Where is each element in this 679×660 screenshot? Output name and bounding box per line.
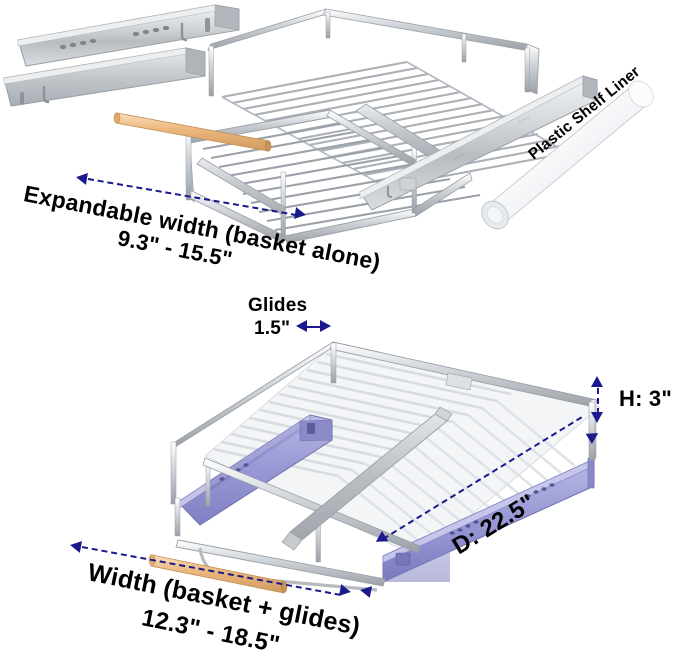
top-panel-illustration: ᶜ ᶜ ᶜ ᶜ ᶜ ᶜ ᶜ ᶜ (3, 4, 654, 244)
glides-arrow-right (320, 320, 331, 332)
basket-frame-front (185, 109, 473, 244)
center-slide-strip (196, 103, 442, 215)
expandable-width-arrow-right (294, 207, 307, 221)
slide-rail-lower-left (3, 47, 206, 107)
plastic-shelf-liner-roll (481, 80, 654, 230)
svg-text:ᶜ ᶜ ᶜ ᶜ: ᶜ ᶜ ᶜ ᶜ (453, 152, 466, 163)
metal-crossbar (281, 406, 453, 551)
slide-rail-upper (17, 4, 240, 67)
height-arrow-down (591, 412, 603, 423)
glides-label: Glides (248, 295, 308, 316)
bottom-panel-illustration (148, 340, 602, 594)
height-dimension-line (597, 388, 599, 414)
glide-rail-right (382, 457, 595, 583)
expandable-width-arrow-left (75, 171, 88, 185)
svg-text:ᶜ ᶜ ᶜ ᶜ: ᶜ ᶜ ᶜ ᶜ (518, 115, 531, 126)
glides-dimension-line (302, 326, 326, 328)
height-arrow-up (591, 376, 603, 387)
tan-support-rod (113, 112, 272, 152)
tan-support-rod-lower (148, 554, 288, 594)
glide-rail-left (174, 414, 333, 537)
glides-value: 1.5" (254, 318, 291, 339)
width-arrow-left (68, 539, 83, 553)
width-arrow-right (338, 584, 353, 598)
width-arrow-corner (358, 584, 373, 598)
slide-rail-right: ᶜ ᶜ ᶜ ᶜ ᶜ ᶜ ᶜ ᶜ (359, 75, 598, 211)
basket-frame-back (207, 8, 540, 97)
height-label: H: 3" (619, 386, 672, 411)
product-dimension-diagram: ᶜ ᶜ ᶜ ᶜ ᶜ ᶜ ᶜ ᶜ Expandable width (basket… (3, 4, 672, 659)
glides-arrow-left (296, 320, 307, 332)
basket-post-right (588, 401, 596, 461)
